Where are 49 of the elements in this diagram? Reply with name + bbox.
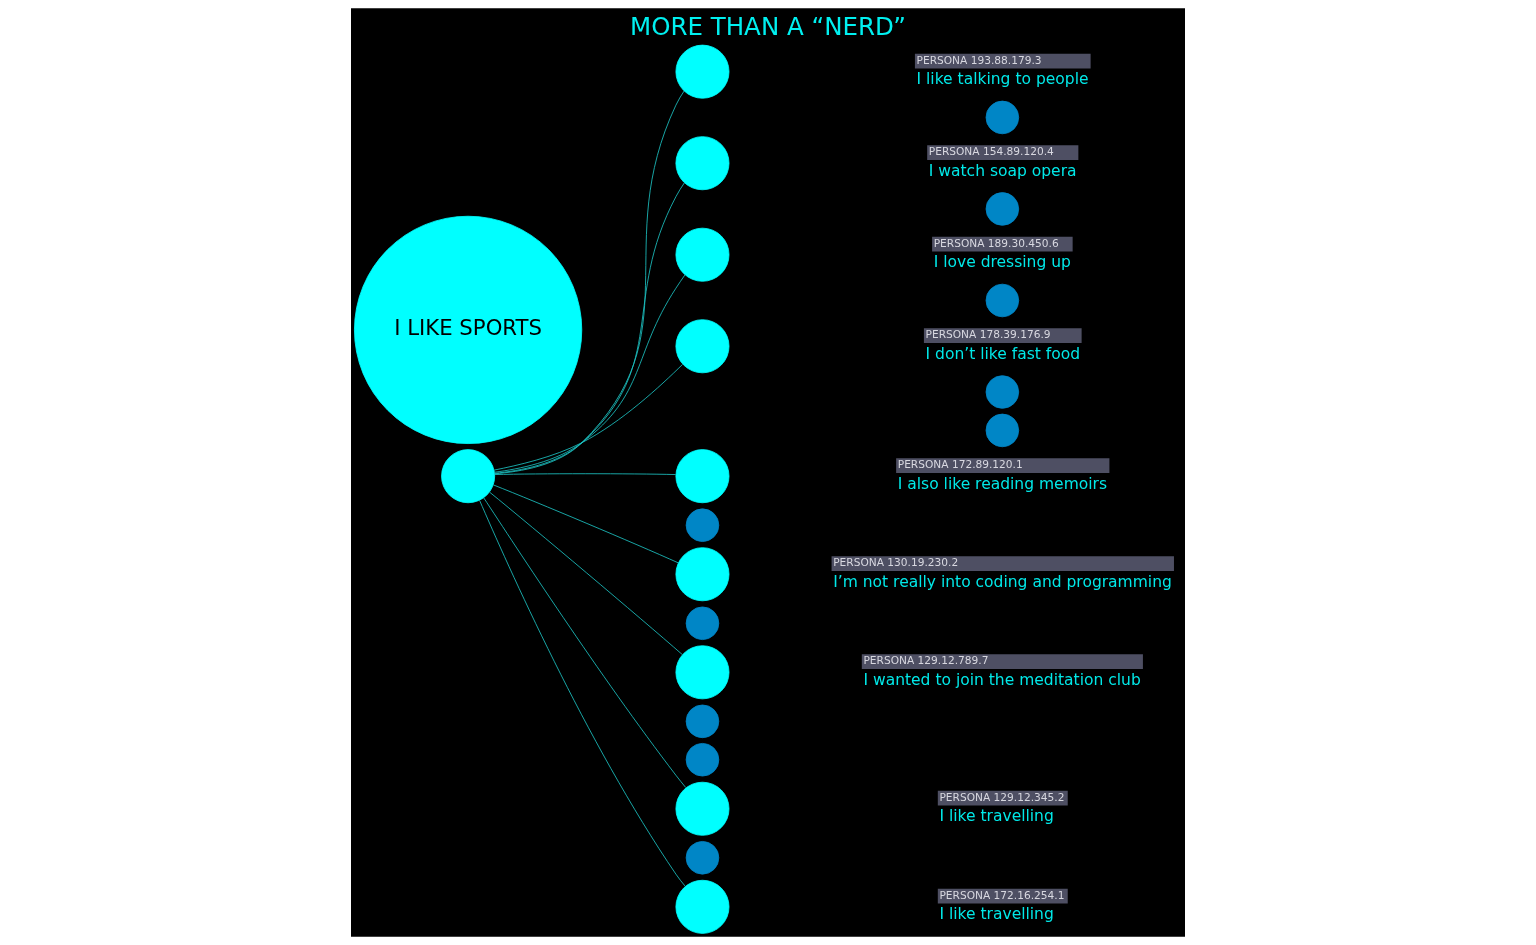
- node-circle: [675, 449, 730, 504]
- node-label: I like talking to people: [916, 70, 1089, 89]
- node-label: I wanted to join the meditation club: [863, 670, 1141, 689]
- node-circle: [675, 44, 730, 99]
- node-circle: [675, 227, 730, 282]
- node-circle: [985, 192, 1020, 226]
- node-label: I don’t like fast food: [925, 344, 1081, 363]
- connector: [492, 484, 679, 564]
- node-label: PERSONA 154.89.120.4: [928, 145, 1054, 159]
- connector: [479, 499, 686, 887]
- node-label: I like travelling: [939, 807, 1054, 826]
- node-circle: [675, 319, 730, 374]
- connector: [489, 491, 683, 655]
- node-circle: [441, 449, 496, 504]
- connector: [493, 364, 683, 471]
- node-label: PERSONA 193.88.179.3: [916, 53, 1042, 67]
- node-circle: [675, 136, 730, 191]
- connector: [494, 90, 685, 475]
- connector: [494, 473, 677, 475]
- node-label: I like travelling: [939, 905, 1054, 924]
- node-label: PERSONA 178.39.176.9: [925, 328, 1051, 342]
- node-circle: [675, 547, 730, 602]
- node-circle: [675, 781, 730, 836]
- node-label: PERSONA 130.19.230.2: [833, 556, 959, 570]
- node-label: I watch soap opera: [928, 161, 1077, 180]
- node-label: I love dressing up: [933, 253, 1071, 272]
- node-circle: [985, 413, 1020, 448]
- node-circle: I LIKE SPORTS: [354, 215, 583, 444]
- node-circle: [675, 645, 730, 700]
- node-circle: [985, 283, 1020, 318]
- node-circle: [685, 704, 720, 739]
- node-circle: [685, 841, 720, 875]
- node-circle: [985, 375, 1020, 409]
- node-label: I’m not really into coding and programming: [833, 572, 1172, 591]
- node-circle: [985, 100, 1020, 135]
- node-label: PERSONA 172.89.120.1: [897, 458, 1023, 472]
- node-label: I also like reading memoirs: [897, 474, 1108, 493]
- connector: [494, 182, 685, 474]
- node-circle: [685, 743, 720, 777]
- connector: [494, 274, 686, 473]
- node-label: PERSONA 129.12.345.2: [939, 790, 1065, 804]
- node-circle: [675, 879, 730, 934]
- node-circle: [685, 508, 720, 542]
- diagram-title: MORE THAN A “NERD”: [630, 11, 906, 41]
- node-label: PERSONA 189.30.450.6: [933, 236, 1059, 250]
- node-label: PERSONA 129.12.789.7: [863, 654, 989, 668]
- connector: [483, 497, 687, 788]
- node-circle: [685, 606, 720, 640]
- node-label: PERSONA 172.16.254.1: [939, 888, 1065, 902]
